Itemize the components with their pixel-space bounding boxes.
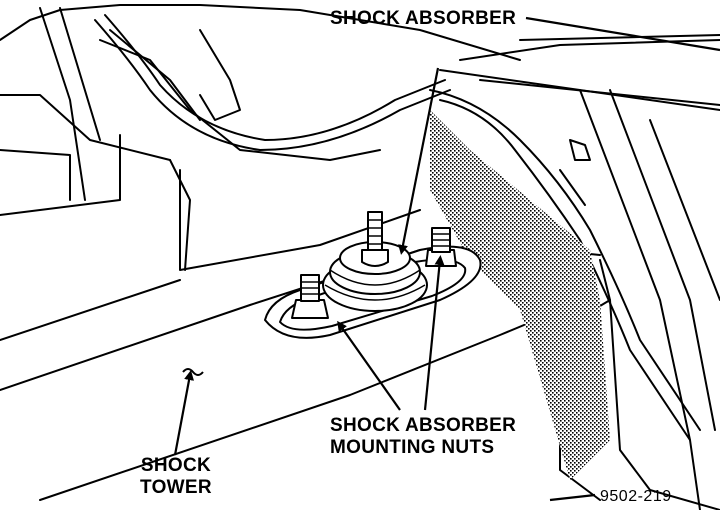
mounting-nuts-label: SHOCK ABSORBER MOUNTING NUTS <box>330 415 516 459</box>
shock-rod-nut <box>361 249 389 267</box>
shock-tower-line1: SHOCK <box>140 455 211 476</box>
shock-absorber-leader <box>398 67 440 255</box>
upper-body-edge <box>0 94 171 161</box>
shock-absorber-text: SHOCK ABSORBER <box>330 8 517 29</box>
upper-hose <box>94 19 451 151</box>
shaded-inner-fender <box>430 110 610 480</box>
a-pillar <box>579 89 701 510</box>
firewall-outline <box>0 4 521 61</box>
shock-tower-line2: TOWER <box>140 477 212 498</box>
mounting-nuts-line1: SHOCK ABSORBER <box>330 415 517 436</box>
tower-leader <box>173 370 194 456</box>
mounting-nuts-line2: MOUNTING NUTS <box>330 437 495 458</box>
nuts-leader-right <box>423 255 445 411</box>
right-harness <box>429 89 701 431</box>
figure-id-text: 9502-219 <box>600 488 672 505</box>
figure-id: 9502-219 <box>600 486 672 508</box>
shock-absorber-label: SHOCK ABSORBER <box>330 8 516 30</box>
nuts-leader-left <box>337 320 401 411</box>
shock-tower-label: SHOCK TOWER <box>140 455 212 499</box>
mounting-nut-left <box>291 299 329 319</box>
